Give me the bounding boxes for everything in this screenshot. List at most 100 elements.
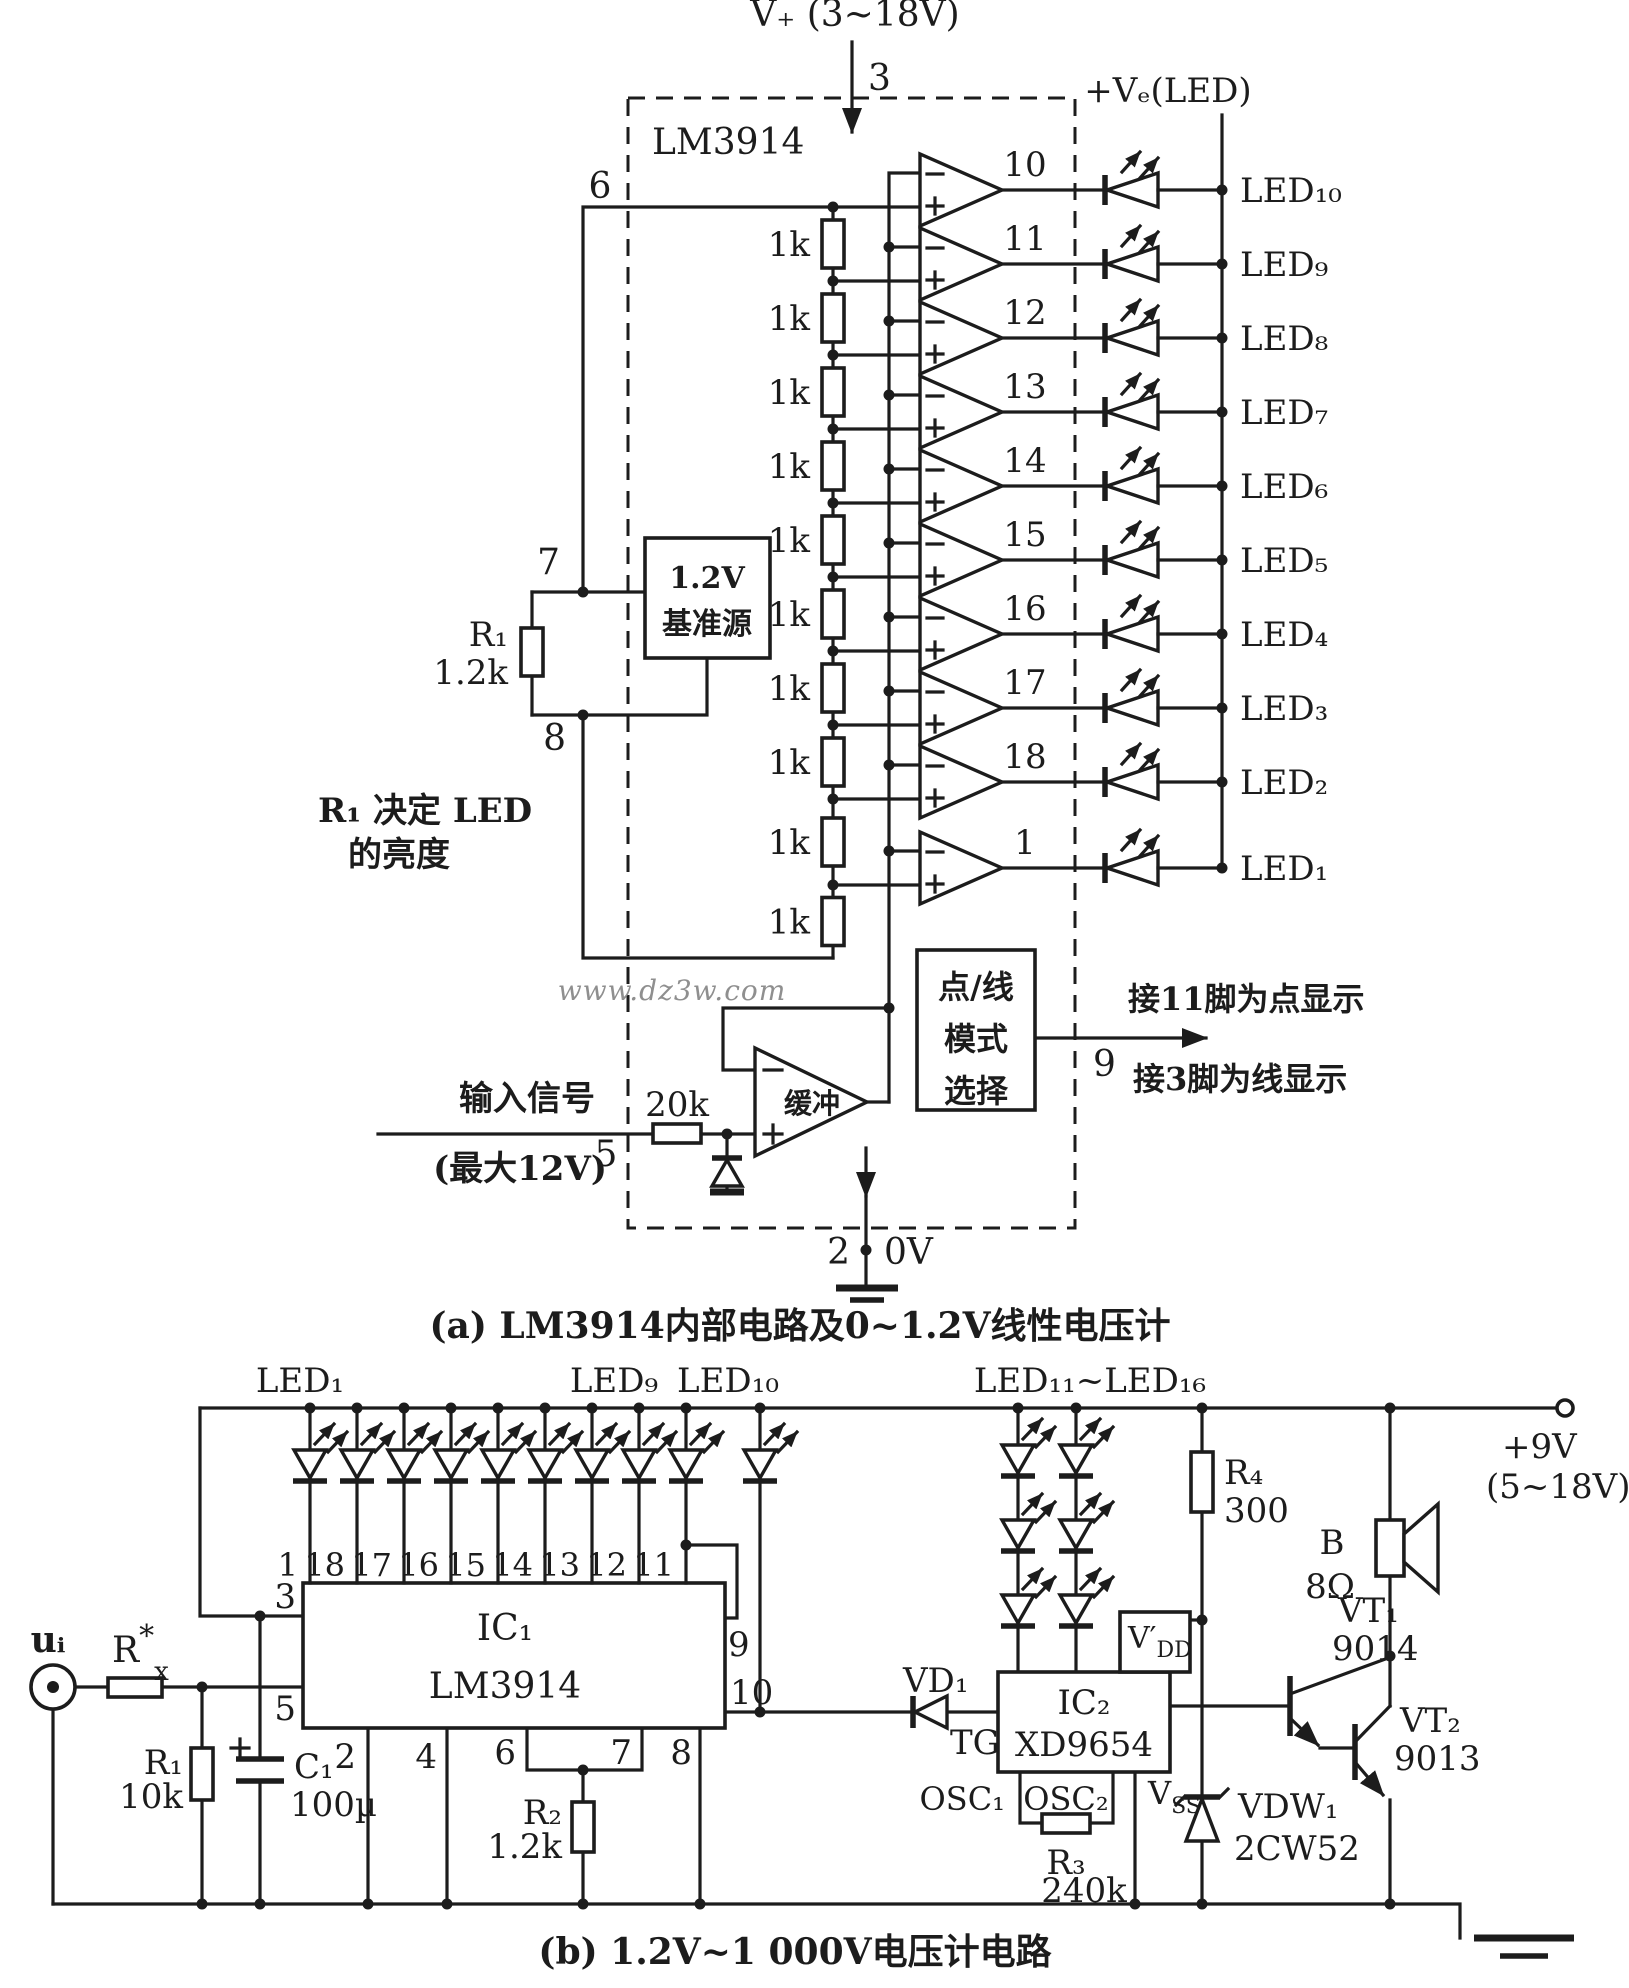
speaker-value: 8Ω: [1305, 1567, 1355, 1607]
ground-junction-dot: [362, 1898, 374, 1910]
ref-1v2-box: [643, 536, 772, 660]
rail-junction-dot: [1216, 258, 1228, 270]
led-emission-arrow: [560, 1429, 585, 1455]
ref-box-line1: 1.2V: [669, 561, 745, 596]
led-icon: [741, 1448, 779, 1482]
vt2-name: VT₂: [1399, 1701, 1461, 1741]
ladder-resistor: [820, 292, 846, 344]
resistor-r2: [570, 1800, 596, 1854]
pin7b-label: 7: [610, 1733, 632, 1773]
led-emission-arrow: [325, 1429, 350, 1455]
led-label: LED₁₀: [1240, 171, 1342, 211]
junction-dot: [883, 463, 895, 475]
output-pin-label: 11: [1003, 219, 1046, 259]
led-emission-arrow: [1119, 667, 1143, 693]
led-emission-arrow: [641, 1421, 666, 1447]
led-emission-arrow: [513, 1429, 538, 1455]
rail-junction-dot: [1216, 480, 1228, 492]
led-emission-arrow: [1033, 1574, 1058, 1600]
vt2-collector: [1352, 1703, 1393, 1745]
comparator-icon: [918, 225, 1007, 303]
led-emission-arrow: [1091, 1424, 1116, 1450]
led-icon: [1101, 318, 1160, 358]
r3-value: 240k: [1041, 1871, 1127, 1911]
led-label: LED₄: [1240, 615, 1328, 655]
comparator-icon: [918, 151, 1007, 229]
ground-junction-dot: [441, 1898, 453, 1910]
chip-label: LM3914: [652, 122, 804, 163]
osc1-label: OSC₁: [920, 1780, 1005, 1818]
rail-junction-dot: [1216, 862, 1228, 874]
pins-2-4-wires: [366, 1726, 449, 1906]
comparator-plus-icon: [925, 344, 945, 364]
ground-junction-dot: [1196, 1898, 1208, 1910]
rail-junction-dot: [1384, 1402, 1396, 1414]
vdw1-zener-wings: [1173, 1786, 1231, 1808]
ground-junction-dot: [196, 1898, 208, 1910]
ladder-resistor: [820, 366, 846, 418]
junction-dot: [827, 879, 839, 891]
ladder-resistor-label: 1k: [768, 823, 811, 863]
vdw1-name: VDW₁: [1237, 1787, 1338, 1827]
led-emission-arrow: [372, 1429, 397, 1455]
led-emission-arrow: [654, 1429, 679, 1455]
ui-label: uᵢ: [31, 1619, 66, 1661]
vt1-name: VT₁: [1337, 1591, 1399, 1631]
led1-label: LED₁: [256, 1361, 344, 1401]
osc2-label: OSC₂: [1023, 1780, 1108, 1818]
led-icon: [385, 1448, 423, 1482]
ic1-top-pin-label: 14: [492, 1546, 533, 1584]
ic1-top-pin-label: 17: [351, 1546, 392, 1584]
rail-junction-dot: [754, 1402, 766, 1414]
speaker-body-icon: [1374, 1518, 1406, 1578]
pin6-label: 6: [589, 166, 612, 207]
led9-label: LED₉: [570, 1361, 658, 1401]
vdw1-part: 2CW52: [1234, 1829, 1360, 1869]
pin3b-label: 3: [274, 1577, 296, 1617]
vdw1-zener-icon: [1183, 1794, 1221, 1843]
supply-b-range: (5~18V): [1486, 1467, 1629, 1507]
ic2-box: [996, 1670, 1172, 1774]
comparator-icon: [918, 373, 1007, 451]
led-emission-arrow: [1020, 1416, 1045, 1442]
ic1-top-pin-label: 11: [633, 1546, 674, 1584]
output-pin-label: 18: [1003, 737, 1046, 777]
led-emission-arrow: [1078, 1566, 1103, 1592]
ladder-resistor-label: 1k: [768, 299, 811, 339]
output-pin-label: 17: [1003, 663, 1046, 703]
comparator-icon: [918, 743, 1007, 821]
led-icon: [1101, 762, 1160, 802]
led-icon: [1057, 1518, 1095, 1552]
vdd-label: V′DD: [1127, 1621, 1192, 1663]
led-emission-arrow: [1119, 741, 1143, 767]
led-emission-arrow: [419, 1429, 444, 1455]
ic1-top-pin-label: 13: [539, 1546, 580, 1584]
buffer-opamp-icon: [753, 1045, 871, 1159]
ic2-part: XD9654: [1015, 1725, 1153, 1765]
c1-value: 100µ: [290, 1785, 377, 1825]
ui-terminal-dot: [47, 1681, 59, 1693]
led-label: LED₈: [1240, 319, 1328, 359]
c1-name: C₁: [294, 1747, 334, 1787]
comparator-plus-icon: [925, 418, 945, 438]
junction-dot: [883, 759, 895, 771]
buffer-plus-icon: [762, 1123, 784, 1145]
led-icon: [999, 1593, 1037, 1627]
pin5-label: 5: [595, 1134, 618, 1175]
resistor-rx: [106, 1676, 164, 1699]
led-icon: [291, 1448, 329, 1482]
led-emission-arrow: [1119, 445, 1143, 471]
led-emission-arrow: [607, 1429, 632, 1455]
pin6b-label: 6: [494, 1733, 516, 1773]
clamp-diode-icon: [709, 1156, 745, 1188]
ic1-top-pin-label: 16: [398, 1546, 439, 1584]
pin2b-label: 2: [334, 1737, 356, 1777]
supply-b-label: +9V: [1502, 1427, 1578, 1467]
rail-junction-dot: [1216, 184, 1228, 196]
led-icon: [999, 1443, 1037, 1477]
vdd-box: [1118, 1610, 1192, 1674]
led-icon: [667, 1448, 705, 1482]
rail-junction-dot: [1216, 332, 1228, 344]
comparator-plus-icon: [925, 874, 945, 894]
